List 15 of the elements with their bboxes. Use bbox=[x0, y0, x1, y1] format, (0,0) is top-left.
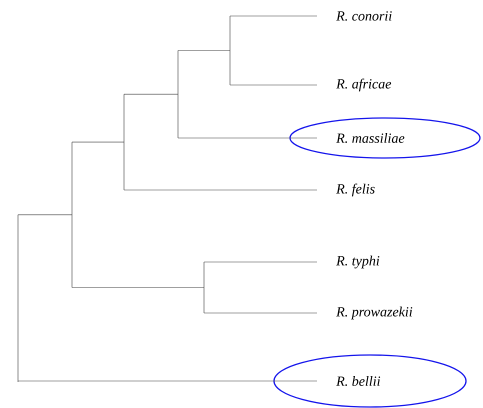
species-label: R. bellii bbox=[336, 376, 380, 386]
species-label: R. typhi bbox=[336, 256, 380, 268]
tree-branch bbox=[18, 214, 72, 216]
species-label: R. africae bbox=[336, 78, 392, 92]
tree-branch bbox=[230, 84, 318, 86]
species-label: R. massiliae bbox=[336, 133, 404, 143]
highlight-ellipse bbox=[289, 117, 481, 159]
highlight-ellipse bbox=[273, 354, 467, 408]
tree-branch bbox=[18, 380, 318, 382]
species-label: R. prowazekii bbox=[336, 306, 412, 320]
tree-branch bbox=[204, 312, 318, 314]
species-label: R. conorii bbox=[336, 11, 392, 21]
tree-branch bbox=[72, 287, 204, 288]
tree-branch bbox=[178, 50, 230, 51]
species-label: R. felis bbox=[336, 184, 375, 196]
